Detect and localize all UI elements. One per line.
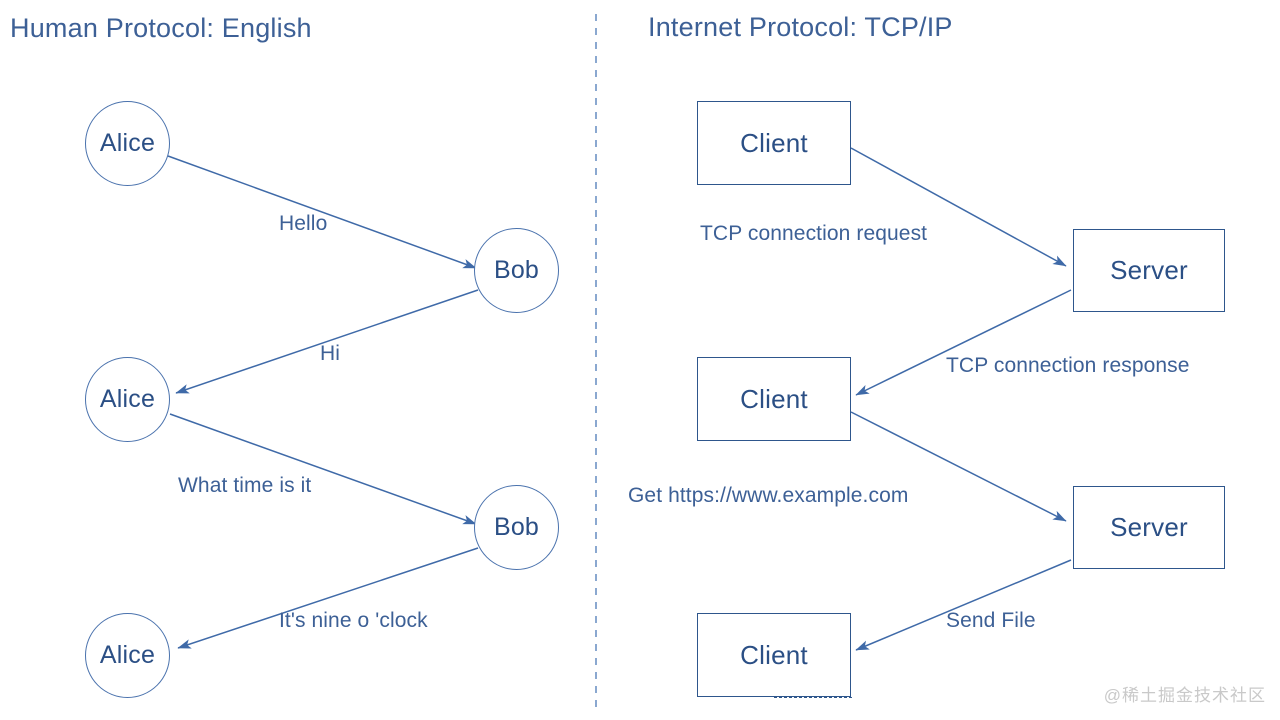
node-label: Bob [493, 513, 540, 541]
node-alice-3[interactable]: Alice [85, 613, 170, 698]
node-bob-2[interactable]: Bob [474, 485, 559, 570]
node-client-1[interactable]: Client [697, 101, 851, 185]
node-client-3[interactable]: Client [697, 613, 852, 698]
node-label: Client [740, 127, 808, 158]
arrow-tcp-connection-request [850, 147, 1067, 267]
node-alice-1[interactable]: Alice [85, 101, 170, 186]
node-server-2[interactable]: Server [1073, 486, 1225, 569]
arrow-its-nine-oclock [177, 547, 479, 649]
node-label: Alice [99, 129, 156, 157]
node-server-1[interactable]: Server [1073, 229, 1225, 312]
right-panel-title: Internet Protocol: TCP/IP [648, 12, 953, 42]
edge-label-tcp-connection-request: TCP connection request [700, 222, 928, 245]
edge-label-hello: Hello [279, 212, 328, 235]
edge-label-what-time-is-it: What time is it [178, 474, 312, 497]
left-panel-title: Human Protocol: English [10, 13, 312, 43]
edge-label-tcp-connection-response: TCP connection response [946, 354, 1190, 377]
edge-label-hi: Hi [320, 342, 341, 365]
node-client-2[interactable]: Client [697, 357, 851, 441]
edge-label-get-request: Get https://www.example.com [628, 484, 909, 507]
arrow-send-file [855, 559, 1072, 651]
edge-label-its-nine-oclock: It's nine o 'clock [279, 609, 428, 632]
edge-label-send-file: Send File [946, 609, 1036, 632]
watermark: @稀土掘金技术社区 [1103, 686, 1266, 705]
node-bob-1[interactable]: Bob [474, 228, 559, 313]
node-label: Bob [493, 256, 540, 284]
node-label: Alice [99, 641, 156, 669]
node-label: Client [740, 383, 808, 414]
node-label: Server [1110, 512, 1188, 542]
arrow-tcp-connection-response [855, 289, 1072, 396]
node-label: Alice [99, 385, 156, 413]
node-label: Client [740, 639, 808, 670]
arrow-what-time-is-it [169, 413, 477, 525]
node-alice-2[interactable]: Alice [85, 357, 170, 442]
node-label: Server [1110, 255, 1188, 285]
